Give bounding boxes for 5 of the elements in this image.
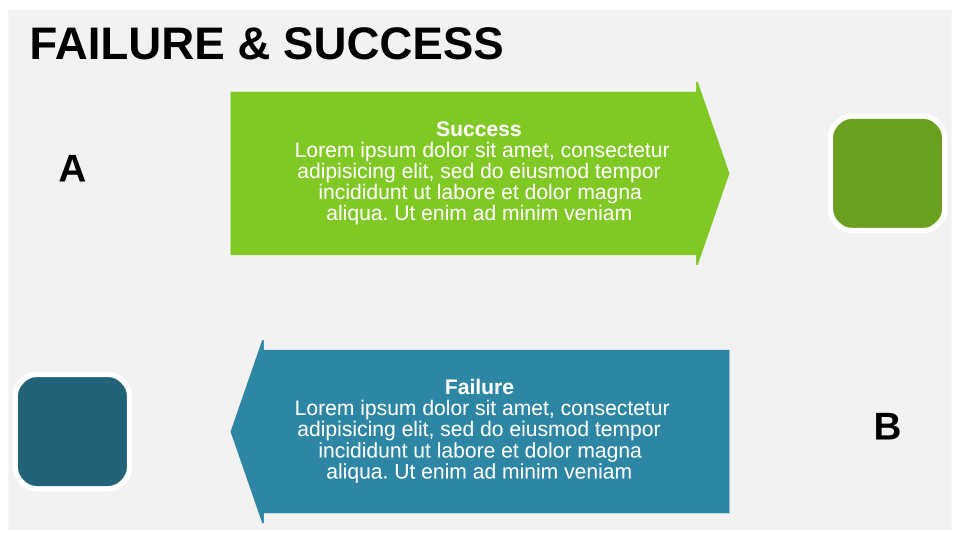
node-box	[828, 114, 948, 234]
label: B	[874, 406, 902, 449]
diagram-title: FAILURE & SUCCESS	[29, 18, 504, 69]
node-box	[12, 372, 132, 492]
label: A	[58, 147, 86, 190]
